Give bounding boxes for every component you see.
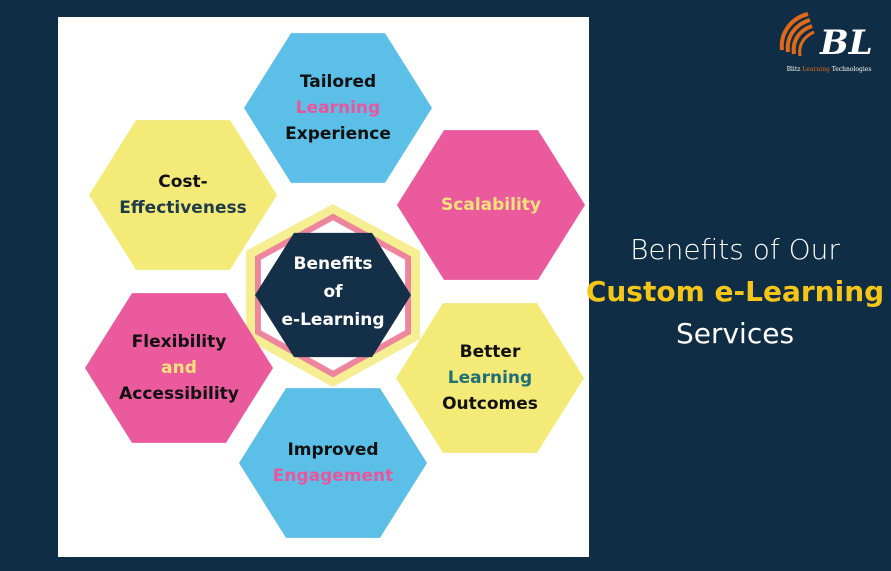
label-scalability: Scalability <box>441 192 541 218</box>
logo-caption-start: Blitz <box>786 66 803 73</box>
hex-label-line: Scalability <box>441 195 541 215</box>
hexagon-diagram <box>85 33 585 538</box>
hex-label-line: Accessibility <box>119 384 239 404</box>
hexagon-cost-effectiveness <box>89 120 277 270</box>
logo-mark-icon: BL <box>779 12 873 63</box>
center-line-3: e-Learning <box>281 310 385 330</box>
hex-label-line: Learning <box>295 98 381 118</box>
hexagon-center <box>255 232 411 358</box>
hexagon-flexibility-accessibility <box>85 293 273 443</box>
logo-caption-end: Technologies <box>829 66 872 73</box>
logo-caption: Blitz Learning Technologies <box>776 66 882 73</box>
hexagon-tailored-learning <box>244 33 432 183</box>
hex-label-line: Effectiveness <box>119 198 247 218</box>
logo-caption-highlight: Learning <box>802 66 830 73</box>
hex-label-line: Learning <box>447 368 533 388</box>
hex-label-line: and <box>161 358 197 378</box>
hex-label-line: Flexibility <box>131 332 227 352</box>
hexagon-improved-engagement <box>239 388 427 538</box>
hex-label-line: Better <box>459 342 521 362</box>
center-line-1: Benefits <box>293 254 373 274</box>
center-line-2: of <box>323 282 343 302</box>
hex-label-line: Cost- <box>158 172 208 192</box>
hex-label-line: Improved <box>287 440 379 460</box>
headline-line-3: Services <box>675 317 795 350</box>
connector-ring-inner <box>255 213 411 378</box>
logo-mark-text: BL <box>819 23 873 63</box>
label-cost-effectiveness: Cost- Effectiveness <box>119 169 246 221</box>
headline-line-2: Custom e-Learning <box>585 275 885 308</box>
hex-label-line: Engagement <box>272 466 394 486</box>
hex-label-line: Experience <box>285 124 391 144</box>
hexagon-better-learning-outcomes <box>396 303 584 453</box>
connector-ring <box>246 204 420 387</box>
hex-label-line: Tailored <box>299 72 377 92</box>
headline-line-1: Benefits of Our <box>630 233 840 266</box>
center-label: Benefits of e-Learning <box>281 250 384 334</box>
hexagon-scalability <box>397 130 585 280</box>
company-logo: BL Blitz Learning Technologies <box>772 8 882 78</box>
hex-label-line: Outcomes <box>442 394 538 414</box>
headline: Benefits of Our Custom e-Learning Servic… <box>586 229 884 355</box>
